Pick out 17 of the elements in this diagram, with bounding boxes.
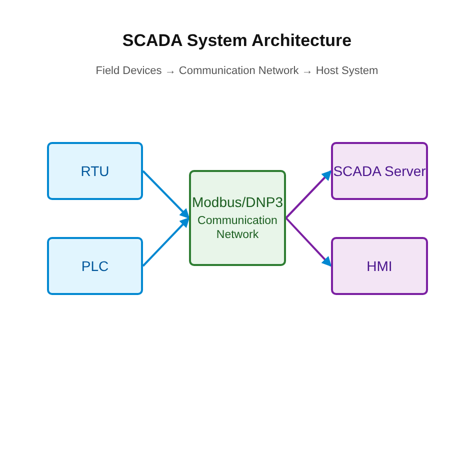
diagram-title: SCADA System Architecture xyxy=(121,31,353,51)
node-description: Communication Network xyxy=(196,215,278,242)
arrow xyxy=(142,170,190,219)
arrow xyxy=(285,217,332,267)
arrow xyxy=(285,170,332,219)
device-box xyxy=(47,237,143,295)
node-title: SCADA Server xyxy=(333,163,426,179)
node-title: Modbus/DNP3 xyxy=(192,194,284,210)
node-title: HMI xyxy=(366,258,392,274)
node-title: PLC xyxy=(81,258,109,274)
host-box xyxy=(331,142,428,200)
host-box xyxy=(331,237,428,295)
subtitle: Field Devices → Communication Network → Host System xyxy=(94,65,380,77)
arrow xyxy=(142,217,190,267)
device-box xyxy=(47,142,143,200)
network-box xyxy=(189,170,286,266)
node-title: RTU xyxy=(80,163,110,179)
